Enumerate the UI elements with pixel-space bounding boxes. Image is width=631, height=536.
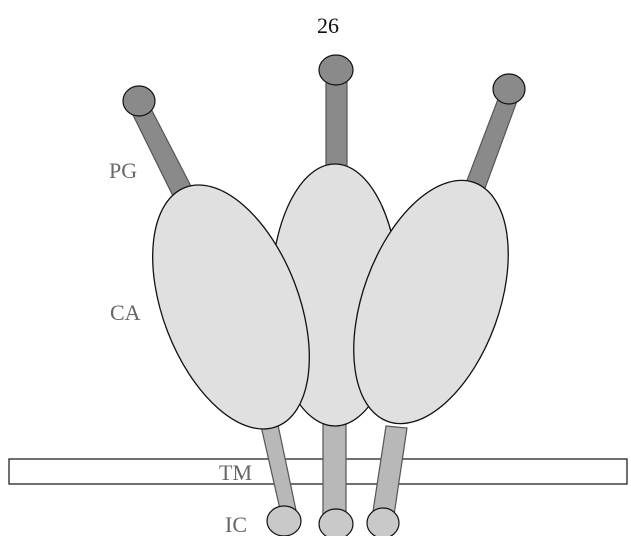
right-pg-knob (493, 74, 525, 104)
ic-knobs (267, 506, 399, 536)
left-ic-knob (267, 506, 301, 536)
ca-lobes (122, 159, 539, 450)
membrane-band (9, 459, 627, 484)
tm-label: TM (219, 460, 252, 485)
right-upper-stalk (466, 94, 517, 191)
middle-ic-knob (319, 509, 353, 536)
middle-lower-stalk (323, 422, 346, 520)
ca-label: CA (110, 300, 141, 325)
ic-label: IC (225, 512, 247, 536)
middle-pg-knob (319, 55, 353, 85)
pg-label: PG (109, 158, 137, 183)
pg-knobs (123, 55, 525, 116)
left-pg-knob (123, 86, 155, 116)
page-number: 26 (317, 13, 339, 38)
right-ic-knob (367, 508, 399, 536)
middle-upper-stalk (326, 78, 347, 170)
